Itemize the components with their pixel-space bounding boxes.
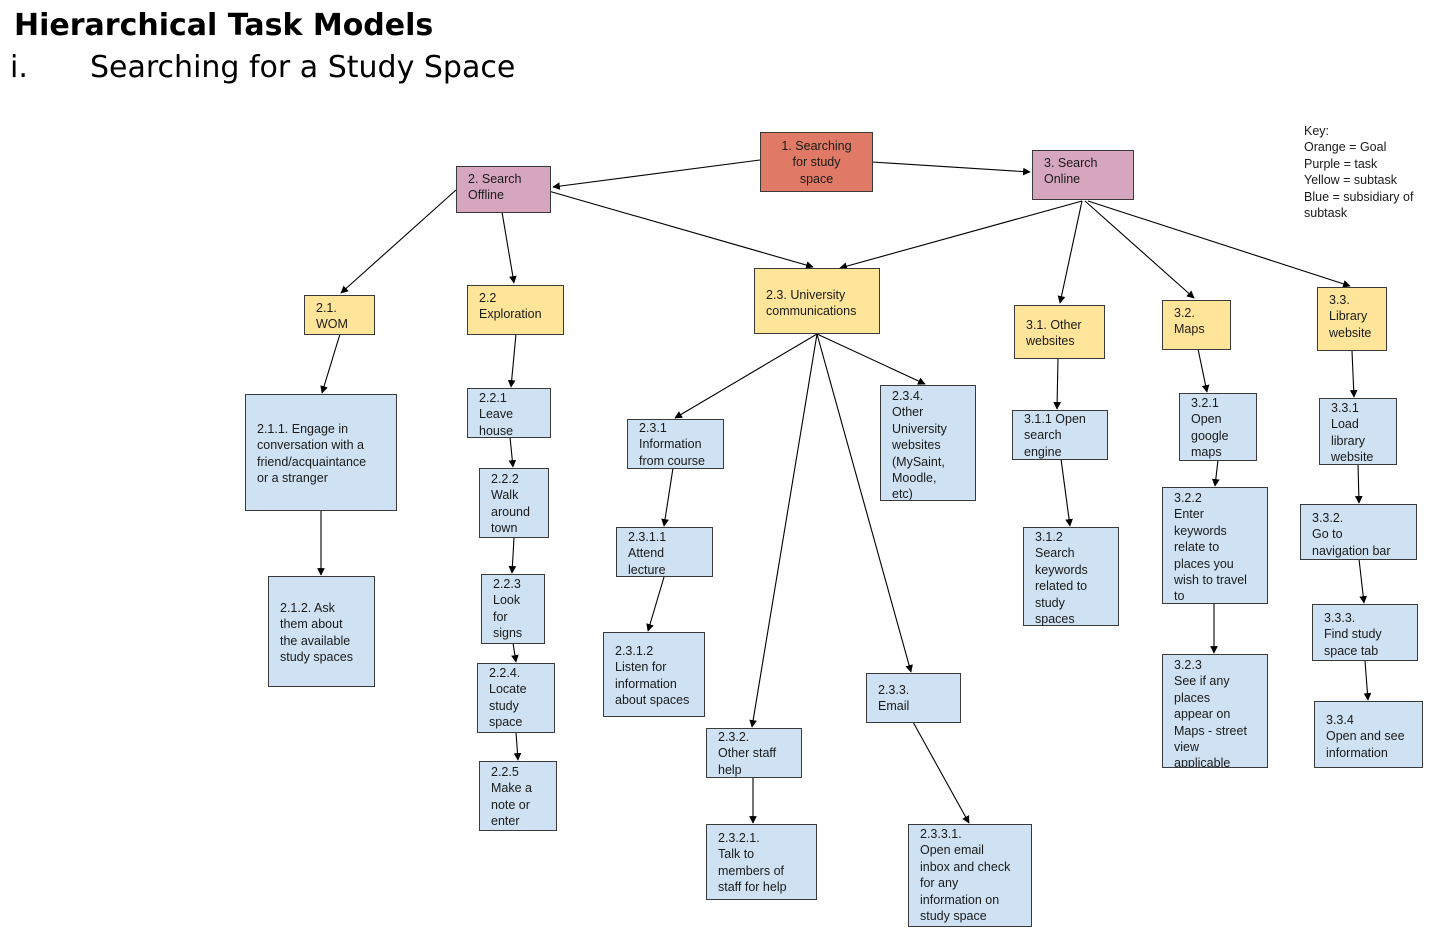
edge-311-to-312 bbox=[1060, 458, 1073, 527]
node-2-3-1-1: 2.3.1.1 Attend lecture bbox=[616, 527, 713, 577]
node-3-3-4: 3.3.4 Open and see information bbox=[1314, 701, 1423, 768]
node-3-3-subtask: 3.3. Library website bbox=[1317, 287, 1387, 351]
edge-221-to-222 bbox=[508, 436, 517, 468]
edge-224-to-225 bbox=[513, 731, 522, 761]
key-item-subtask: Yellow = subtask bbox=[1304, 173, 1397, 188]
edge-1-to-2 bbox=[552, 159, 761, 190]
edge-233-to-2331 bbox=[912, 721, 970, 824]
key-title: Key: bbox=[1304, 124, 1330, 138]
edge-3-to-33 bbox=[1087, 200, 1351, 288]
key-item-subsidiary-cont: subtask bbox=[1304, 206, 1348, 221]
section-title: Searching for a Study Space bbox=[90, 50, 516, 85]
node-3-2-3: 3.2.3 See if any places appear on Maps -… bbox=[1162, 654, 1268, 768]
node-2-1-1: 2.1.1. Engage in conversation with a fri… bbox=[245, 394, 397, 511]
node-2-3-1: 2.3.1 Information from course bbox=[627, 419, 724, 469]
node-3-3-2: 3.3.2. Go to navigation bar bbox=[1300, 504, 1417, 560]
page-heading: Hierarchical Task Models bbox=[14, 8, 434, 43]
edge-2311-to-2312 bbox=[646, 576, 665, 632]
edge-32-to-321 bbox=[1197, 348, 1210, 393]
node-1-goal: 1. Searching for study space bbox=[760, 132, 873, 192]
edge-1-to-3 bbox=[871, 161, 1031, 176]
edge-23-to-233 bbox=[816, 333, 913, 673]
edge-231-to-2311 bbox=[661, 467, 674, 527]
node-2-1-subtask: 2.1. WOM bbox=[304, 295, 375, 335]
node-2-3-1-2: 2.3.1.2 Listen for information about spa… bbox=[603, 632, 705, 717]
node-3-1-subtask: 3.1. Other websites bbox=[1014, 305, 1105, 359]
node-2-1-2: 2.1.2. Ask them about the available stud… bbox=[268, 576, 375, 687]
edge-3-to-31 bbox=[1057, 200, 1083, 304]
node-2-3-subtask: 2.3. University communications bbox=[754, 268, 880, 334]
node-2-2-5: 2.2.5 Make a note or enter bbox=[479, 761, 557, 831]
node-2-3-4: 2.3.4. Other University websites (MySain… bbox=[880, 385, 976, 501]
key-item-subsidiary: Blue = subsidiary of bbox=[1304, 189, 1414, 204]
edge-2-to-21 bbox=[340, 189, 457, 294]
node-2-3-3-1: 2.3.3.1. Open email inbox and check for … bbox=[908, 824, 1032, 927]
node-2-3-3: 2.3.3. Email bbox=[866, 673, 961, 723]
section-subheading: i. Searching for a Study Space bbox=[10, 50, 515, 85]
edge-3-to-23 bbox=[839, 200, 1083, 270]
edge-21-to-211 bbox=[320, 333, 341, 394]
edge-23-to-232 bbox=[749, 333, 818, 728]
node-2-2-1: 2.2.1 Leave house bbox=[467, 388, 551, 438]
node-2-3-2: 2.3.2. Other staff help bbox=[706, 728, 802, 778]
edge-222-to-223 bbox=[508, 537, 517, 574]
edge-23-to-234 bbox=[816, 333, 926, 385]
section-number: i. bbox=[10, 50, 28, 85]
edge-3-to-32 bbox=[1084, 200, 1195, 299]
edge-331-to-332 bbox=[1354, 463, 1363, 504]
edge-33-to-331 bbox=[1349, 350, 1358, 398]
edge-23-to-231 bbox=[674, 333, 818, 419]
node-3-2-1: 3.2.1 Open google maps bbox=[1179, 393, 1257, 461]
node-3-1-1: 3.1.1 Open search engine bbox=[1012, 410, 1108, 460]
edge-333-to-334 bbox=[1363, 660, 1372, 701]
node-2-3-2-1: 2.3.2.1. Talk to members of staff for he… bbox=[706, 824, 817, 900]
node-3-1-2: 3.1.2 Search keywords related to study s… bbox=[1023, 527, 1119, 626]
edge-2-to-23 bbox=[544, 189, 814, 269]
node-2-task: 2. Search Offline bbox=[456, 166, 551, 213]
node-3-2-2: 3.2.2 Enter keywords relate to places yo… bbox=[1162, 487, 1268, 604]
key-item-task: Purple = task bbox=[1304, 156, 1378, 171]
edge-22-to-221 bbox=[507, 333, 517, 388]
node-2-2-3: 2.2.3 Look for signs bbox=[481, 574, 545, 644]
node-2-2-subtask: 2.2 Exploration bbox=[467, 285, 564, 335]
node-2-2-4: 2.2.4. Locate study space bbox=[477, 663, 555, 733]
node-3-task: 3. Search Online bbox=[1032, 150, 1134, 200]
node-2-2-2: 2.2.2 Walk around town bbox=[479, 468, 549, 538]
edge-31-to-311 bbox=[1053, 357, 1061, 410]
node-3-3-1: 3.3.1 Load library website bbox=[1319, 398, 1397, 465]
edge-223-to-224 bbox=[511, 642, 519, 663]
node-3-2-subtask: 3.2. Maps bbox=[1162, 300, 1231, 350]
key-item-goal: Orange = Goal bbox=[1304, 140, 1387, 155]
edge-321-to-322 bbox=[1211, 459, 1220, 487]
node-3-3-3: 3.3.3. Find study space tab bbox=[1312, 604, 1418, 661]
edge-332-to-333 bbox=[1358, 558, 1368, 604]
diagram-key: Key: Orange = Goal Purple = task Yellow … bbox=[1304, 123, 1413, 221]
edge-2-to-22 bbox=[501, 211, 517, 284]
